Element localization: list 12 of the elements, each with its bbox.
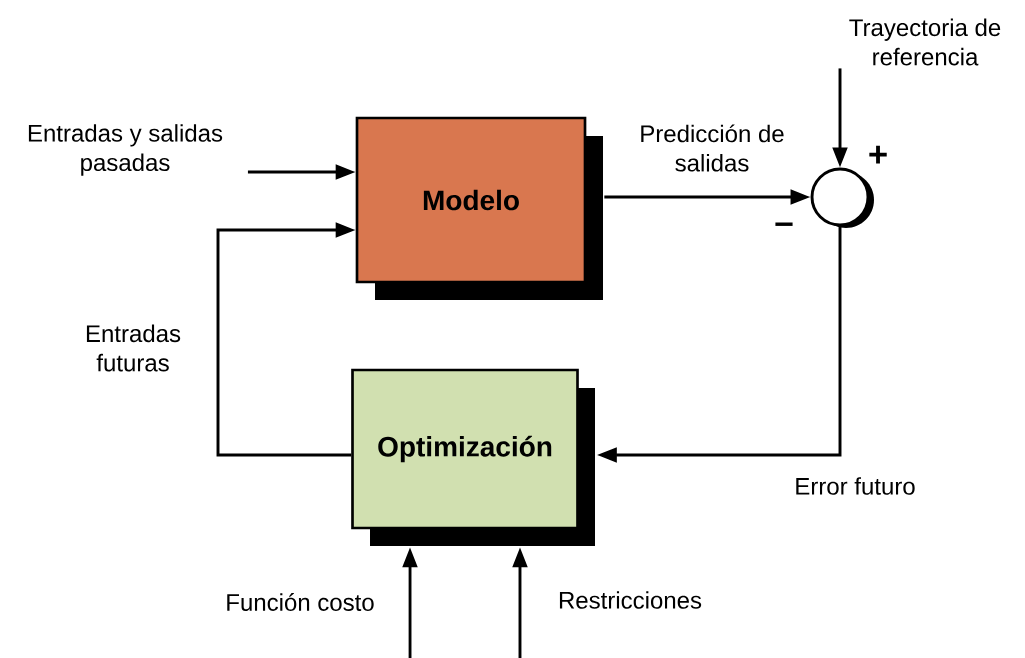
edge-label: Error futuro xyxy=(796,477,915,495)
sign-label: – xyxy=(775,222,793,226)
summing-junction xyxy=(810,167,874,228)
sign-label: + xyxy=(869,145,887,164)
edge-label: Restricciones xyxy=(559,591,702,609)
input-label: Entradas y salidas pasadas xyxy=(28,124,223,176)
input-label: Trayectoria de referencia xyxy=(849,18,1001,66)
edge-label: Predicción de salidas xyxy=(641,124,784,172)
edge-label: Función costo xyxy=(227,593,374,611)
process-box: Optimización xyxy=(351,368,595,546)
edge-label: Entradas futuras xyxy=(86,324,181,372)
process-box: Modelo xyxy=(355,116,603,300)
